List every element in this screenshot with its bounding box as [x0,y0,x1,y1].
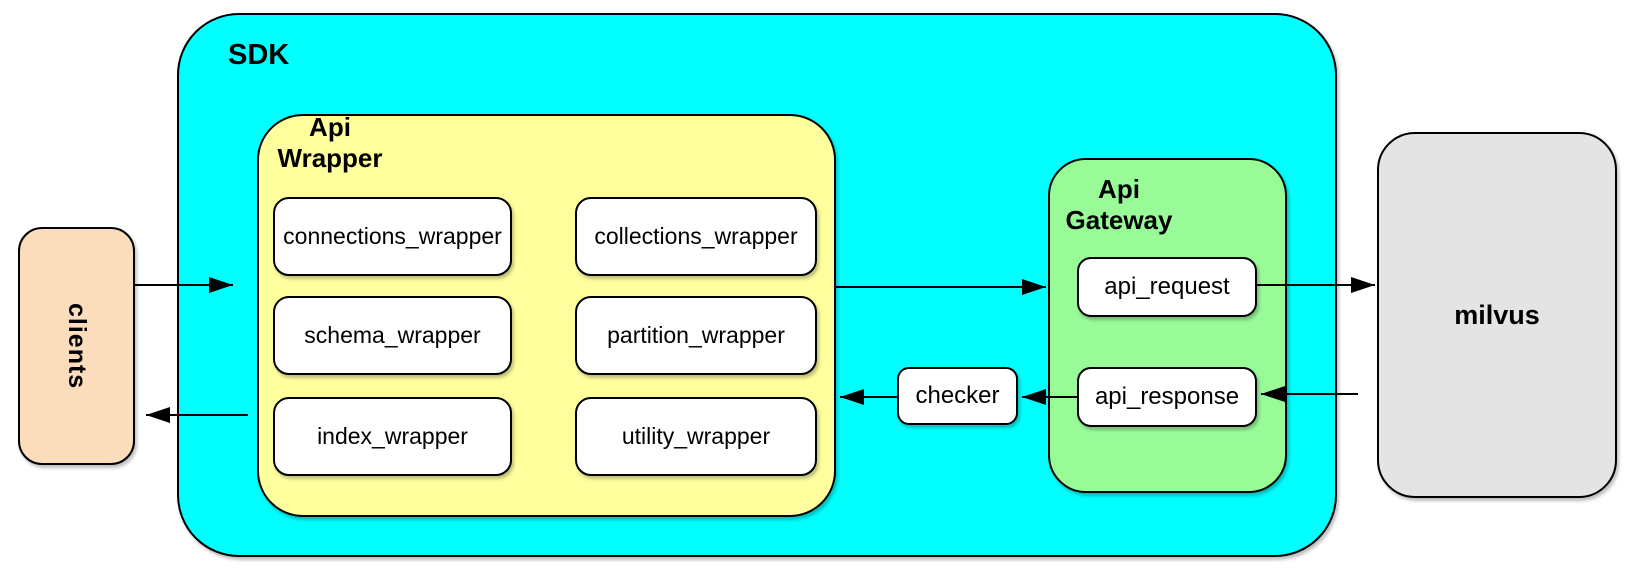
schema-wrapper-box: schema_wrapper [273,296,512,375]
milvus-box: milvus [1377,132,1617,498]
checker-box: checker [897,367,1018,425]
index-wrapper-box: index_wrapper [273,397,512,476]
sdk-label: SDK [228,39,290,71]
api-wrapper-label: Api Wrapper [277,112,383,173]
clients-box: clients [18,227,135,465]
api-request-box: api_request [1077,257,1257,317]
collections-wrapper-box: collections_wrapper [575,197,817,276]
api-response-box: api_response [1077,367,1257,427]
connections-wrapper-box: connections_wrapper [273,197,512,276]
api-gateway-label: Api Gateway [1065,174,1173,235]
utility-wrapper-box: utility_wrapper [575,397,817,476]
api-gateway-container [1048,158,1287,493]
partition-wrapper-box: partition_wrapper [575,296,817,375]
clients-label: clients [63,302,91,390]
